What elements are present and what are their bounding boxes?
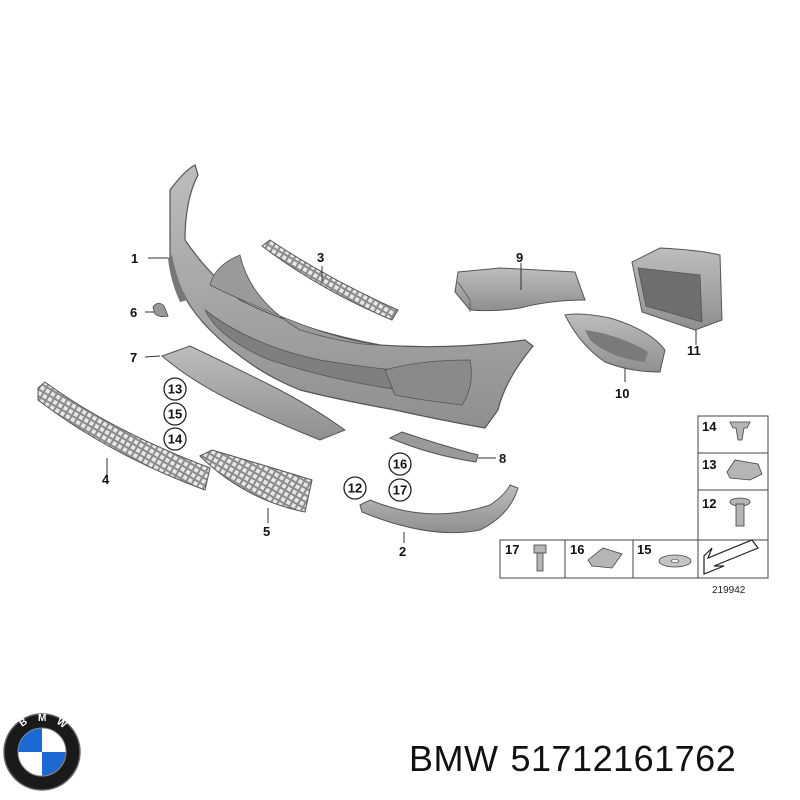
nut-clip-16-icon <box>587 547 623 569</box>
screw-12-icon <box>729 497 751 527</box>
upper-grille-part <box>261 239 399 321</box>
fastener-legend: 14 13 12 17 16 15 219942 <box>499 415 769 596</box>
air-duct-part <box>454 267 586 312</box>
callout-2: 2 <box>399 544 406 559</box>
callout-7: 7 <box>130 350 137 365</box>
leader-lines <box>106 257 697 543</box>
callout-4: 4 <box>102 472 110 487</box>
circled-13: 13 <box>168 382 182 397</box>
callout-11: 11 <box>687 343 701 358</box>
diagram-id: 219942 <box>712 585 746 596</box>
clip-nut-13-icon <box>726 459 763 481</box>
legend-13: 13 <box>702 457 716 472</box>
bolt-17-icon <box>533 544 547 572</box>
legend-17: 17 <box>505 542 519 557</box>
brand-name: BMW <box>409 738 499 779</box>
underbody-cover-part <box>161 345 347 441</box>
callout-3: 3 <box>317 250 324 265</box>
callout-9: 9 <box>516 250 523 265</box>
legend-12: 12 <box>702 496 716 511</box>
legend-16: 16 <box>570 542 584 557</box>
callout-6: 6 <box>130 305 137 320</box>
clip-part <box>152 302 169 318</box>
front-bumper-part <box>168 164 534 429</box>
trim-strip-part <box>388 431 479 463</box>
lower-grille-part <box>37 381 211 491</box>
circled-15: 15 <box>168 407 182 422</box>
callout-1: 1 <box>131 251 138 266</box>
legend-14: 14 <box>702 419 717 434</box>
callout-labels: 1 3 6 7 4 5 2 8 9 10 11 <box>102 250 701 559</box>
air-box-part <box>631 247 723 331</box>
legend-15: 15 <box>637 542 651 557</box>
part-caption: BMW 51712161762 <box>409 738 736 780</box>
bmw-logo: B M W <box>3 713 81 791</box>
circled-12: 12 <box>348 481 362 496</box>
part-number: 51712161762 <box>510 738 737 779</box>
circled-callouts: 13 15 14 16 12 17 <box>163 377 412 502</box>
spoiler-lip-part <box>359 484 519 534</box>
direction-arrow-icon <box>703 539 759 575</box>
callout-8: 8 <box>499 451 506 466</box>
clip-14-icon <box>729 421 751 441</box>
side-grille-part <box>199 449 313 513</box>
callout-5: 5 <box>263 524 270 539</box>
circled-17: 17 <box>393 483 407 498</box>
callout-10: 10 <box>615 386 629 401</box>
washer-15-icon <box>658 554 692 568</box>
circled-16: 16 <box>393 457 407 472</box>
svg-text:M: M <box>38 713 46 724</box>
circled-14: 14 <box>168 432 183 447</box>
